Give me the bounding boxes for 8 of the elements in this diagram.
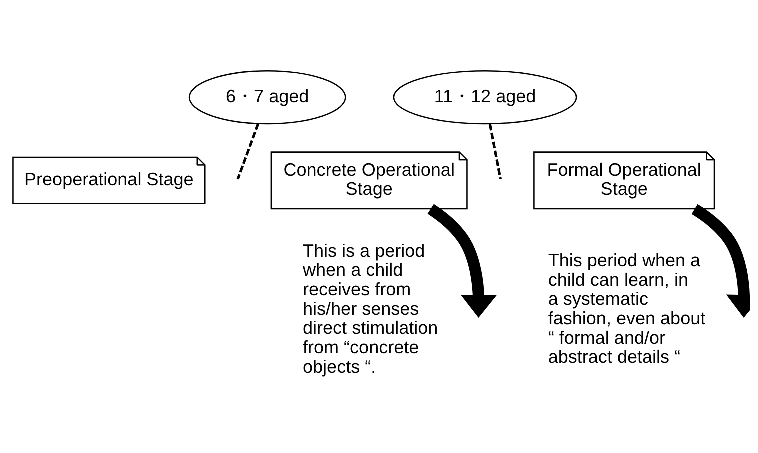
connector bbox=[236, 122, 260, 180]
connector bbox=[488, 124, 502, 179]
arrow bbox=[692, 204, 750, 318]
node-label: This is a period when a child receives from his/her senses direct stimulation from “concrete objects “. bbox=[303, 240, 438, 376]
node-label: This period when a child can learn, in a systematic fashion, even about “ formal and/or abstract details “ bbox=[548, 250, 706, 367]
arrow bbox=[428, 204, 497, 318]
node-ellipse: 11・12 aged bbox=[393, 70, 578, 124]
node-ellipse: 6・7 aged bbox=[188, 70, 346, 124]
